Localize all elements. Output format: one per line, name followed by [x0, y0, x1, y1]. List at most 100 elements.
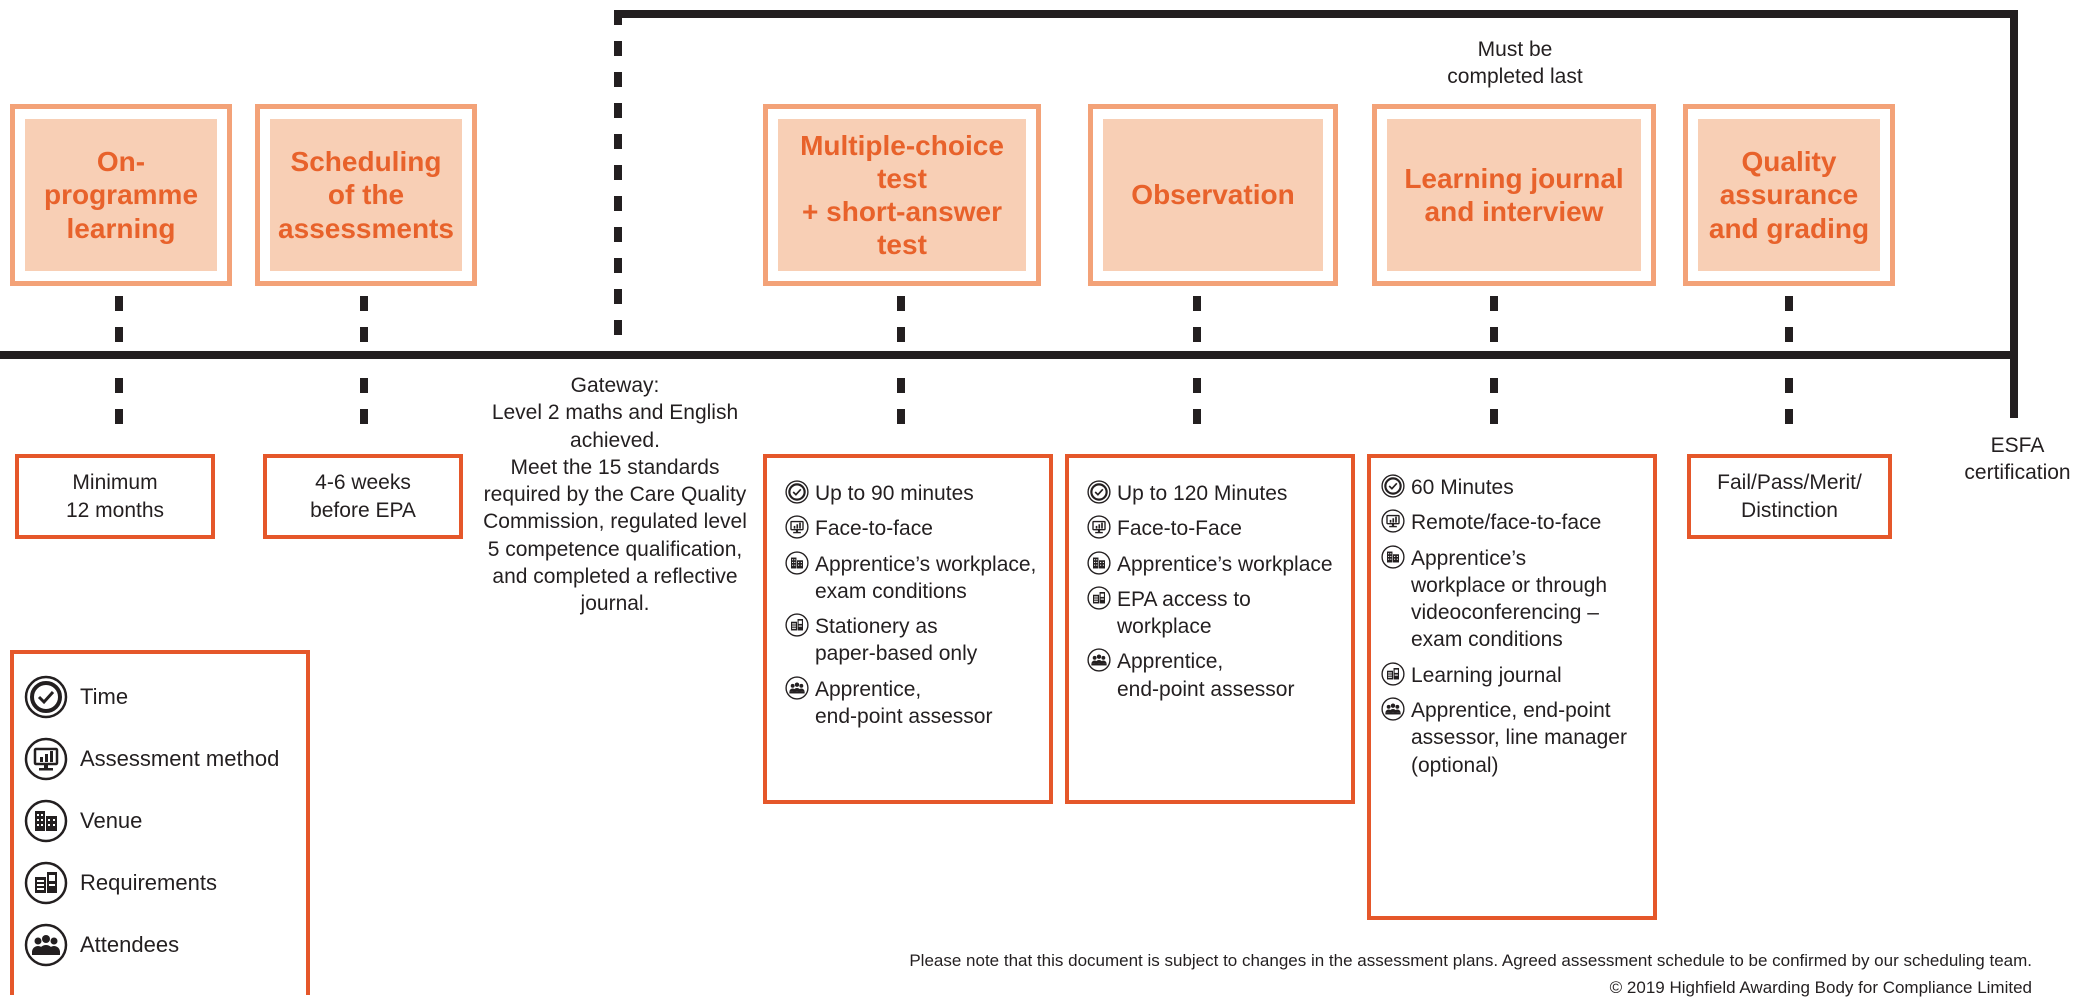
detail-label: Apprentice, end-point assessor [1117, 650, 1295, 701]
connector-journal-upper [1490, 296, 1498, 344]
stage-on-programme-learning: On-programme learning [10, 104, 232, 286]
stage-label: Learning journal and interview [1387, 119, 1641, 271]
detail-label: Apprentice, end-point assessor [815, 677, 993, 729]
connector-observation-upper [1193, 296, 1201, 344]
connector-on-programme-lower [115, 378, 123, 440]
monitor-icon [24, 737, 68, 781]
stage-observation: Observation [1088, 104, 1338, 286]
connector-scheduling-upper [360, 296, 368, 344]
legend-item: Requirements [14, 852, 306, 914]
legend-label: Time [80, 684, 129, 709]
requirements-icon [1381, 662, 1405, 686]
legend-item: Attendees [14, 914, 306, 976]
detail-label: Up to 120 Minutes [1117, 482, 1288, 505]
detail-row: EPA access to workplace [1087, 586, 1351, 641]
detail-label: Apprentice’s workplace or through videoc… [1411, 546, 1608, 652]
building-icon [24, 799, 68, 843]
clock-icon [1381, 474, 1405, 498]
legend-label: Venue [80, 808, 143, 833]
attendees-icon [24, 923, 68, 967]
epa-bracket-right [2010, 10, 2018, 418]
timeline-axis [0, 351, 2015, 359]
stage-label: Quality assurance and grading [1698, 119, 1880, 271]
attendees-icon [1381, 697, 1405, 721]
must-be-completed-last: Must be completed last [1447, 37, 1583, 88]
monitor-icon [1087, 515, 1111, 539]
detail-label: EPA access to workplace [1117, 587, 1251, 639]
connector-mcq-upper [897, 296, 905, 344]
legend: Time Assessment method Venue Requirement… [10, 650, 310, 995]
detail-label: 60 Minutes [1411, 476, 1514, 499]
legend-label: Attendees [80, 932, 180, 957]
detail-row: Apprentice, end-point assessor [785, 676, 1049, 731]
stage-label: On-programme learning [25, 119, 217, 271]
detail-row: Up to 120 Minutes [1087, 480, 1351, 507]
detail-row: Stationery as paper-based only [785, 613, 1049, 668]
duration-on-programme: Minimum 12 months [15, 454, 215, 539]
requirements-icon [24, 861, 68, 905]
detail-label: Apprentice, end-point assessor, line man… [1411, 699, 1627, 777]
legend-label: Assessment method [80, 746, 280, 771]
detail-label: Up to 90 minutes [815, 482, 974, 505]
legend-label: Requirements [80, 870, 217, 895]
detail-row: 60 Minutes [1381, 474, 1653, 501]
detail-label: Learning journal [1411, 663, 1562, 687]
detail-row: Apprentice’s workplace [1087, 551, 1351, 578]
detail-row: Face-to-Face [1087, 515, 1351, 542]
requirements-icon [1087, 586, 1111, 610]
details-learning-journal: 60 Minutes Remote/face-to-face Apprentic… [1367, 454, 1657, 920]
detail-row: Up to 90 minutes [785, 480, 1049, 507]
detail-row: Apprentice, end-point assessor, line man… [1381, 697, 1653, 779]
epa-bracket-top [614, 10, 2018, 18]
legend-item: Assessment method [14, 728, 306, 790]
detail-row: Remote/face-to-face [1381, 509, 1653, 536]
detail-row: Learning journal [1381, 662, 1653, 689]
stage-label: Scheduling of the assessments [270, 119, 462, 271]
requirements-icon [785, 613, 809, 637]
monitor-icon [1381, 509, 1405, 533]
connector-on-programme-upper [115, 296, 123, 344]
connector-scheduling-lower [360, 378, 368, 440]
details-observation: Up to 120 Minutes Face-to-Face Apprentic… [1065, 454, 1355, 804]
clock-icon [785, 480, 809, 504]
detail-label: Apprentice’s workplace [1117, 552, 1333, 576]
esfa-certification: ESFA certification [1964, 433, 2071, 484]
detail-label: Remote/face-to-face [1411, 511, 1602, 535]
building-icon [1381, 545, 1405, 569]
connector-quality-upper [1785, 296, 1793, 344]
gateway-text: Gateway: Level 2 maths and English achie… [483, 374, 747, 616]
footer-copyright: © 2019 Highfield Awarding Body for Compl… [1609, 978, 2032, 997]
connector-quality-lower [1785, 378, 1793, 440]
stage-multiple-choice-test: Multiple-choice test + short-answer test [763, 104, 1041, 286]
building-icon [785, 551, 809, 575]
legend-item: Venue [14, 790, 306, 852]
stage-learning-journal-interview: Learning journal and interview [1372, 104, 1656, 286]
attendees-icon [785, 676, 809, 700]
connector-journal-lower [1490, 378, 1498, 440]
detail-label: Apprentice’s workplace, exam conditions [815, 552, 1037, 603]
connector-mcq-lower [897, 378, 905, 440]
grading-outcomes: Fail/Pass/Merit/ Distinction [1687, 454, 1892, 539]
stage-label: Observation [1103, 119, 1323, 271]
footer-note: Please note that this document is subjec… [909, 951, 2032, 970]
attendees-icon [1087, 648, 1111, 672]
detail-label: Face-to-face [815, 517, 933, 541]
duration-scheduling: 4-6 weeks before EPA [263, 454, 463, 539]
clock-icon [24, 675, 68, 719]
detail-label: Face-to-Face [1117, 517, 1242, 541]
legend-item: Time [14, 666, 306, 728]
detail-row: Apprentice’s workplace, exam conditions [785, 551, 1049, 606]
detail-row: Apprentice’s workplace or through videoc… [1381, 545, 1653, 654]
stage-scheduling-of-assessments: Scheduling of the assessments [255, 104, 477, 286]
detail-row: Apprentice, end-point assessor [1087, 648, 1351, 703]
stage-quality-assurance-grading: Quality assurance and grading [1683, 104, 1895, 286]
gateway-dashed-line [614, 10, 622, 350]
stage-label: Multiple-choice test + short-answer test [778, 119, 1026, 271]
monitor-icon [785, 515, 809, 539]
detail-row: Face-to-face [785, 515, 1049, 542]
connector-observation-lower [1193, 378, 1201, 440]
clock-icon [1087, 480, 1111, 504]
building-icon [1087, 551, 1111, 575]
detail-label: Stationery as paper-based only [815, 615, 978, 666]
details-multiple-choice-test: Up to 90 minutes Face-to-face Apprentice… [763, 454, 1053, 804]
